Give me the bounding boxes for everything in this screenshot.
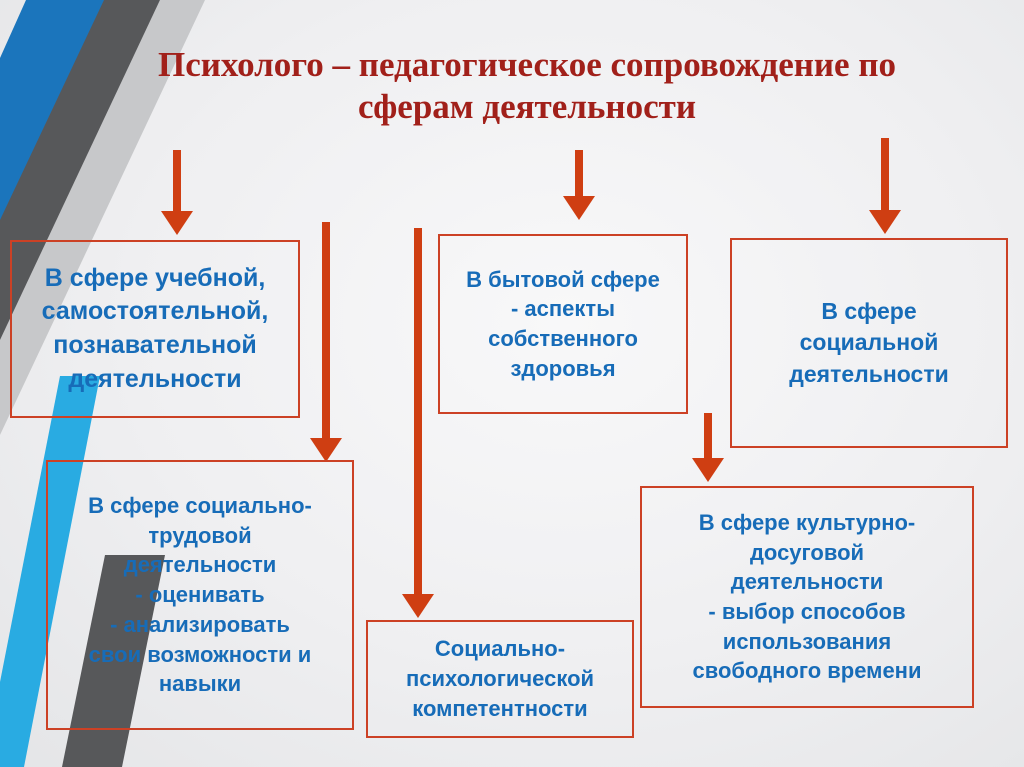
box-study-sphere-label: В сфере учебной, самостоятельной, познав… [41, 263, 269, 393]
arrow-down-to-household-box [563, 150, 595, 220]
arrow-stem [881, 138, 889, 214]
box-cultural-leisure-sphere-label: В сфере культурно- досуговой деятельност… [692, 509, 922, 684]
arrow-down-to-social-labor-box [310, 222, 342, 462]
arrow-stem [173, 150, 181, 215]
box-cultural-leisure-sphere: В сфере культурно- досуговой деятельност… [640, 486, 974, 708]
arrow-stem [322, 222, 330, 442]
box-socio-psych-competence-label: Социально- психологической компетентност… [405, 636, 595, 721]
box-social-sphere-label: В сфере социальной деятельности [789, 298, 949, 387]
box-household-sphere-label: В бытовой сфере - аспекты собственного з… [466, 266, 660, 381]
arrow-stem [575, 150, 583, 200]
stripe-darkgray-bottomleft [62, 555, 165, 767]
arrow-head-icon [161, 211, 193, 235]
stripe-cyan-bottomleft [0, 376, 100, 767]
box-socio-psych-competence: Социально- психологической компетентност… [366, 620, 634, 738]
arrow-down-to-cultural-leisure-box [692, 413, 724, 482]
arrow-head-icon [402, 594, 434, 618]
arrow-down-to-social-box [869, 138, 901, 234]
arrow-head-icon [310, 438, 342, 462]
box-social-labor-sphere-label: В сфере социально- трудовой деятельности… [88, 493, 312, 697]
box-social-sphere: В сфере социальной деятельности [730, 238, 1008, 448]
stripe-blue-topleft [0, 0, 104, 220]
box-household-sphere: В бытовой сфере - аспекты собственного з… [438, 234, 688, 414]
box-study-sphere: В сфере учебной, самостоятельной, познав… [10, 240, 300, 418]
arrow-head-icon [563, 196, 595, 220]
arrow-stem [704, 413, 712, 462]
box-social-labor-sphere: В сфере социально- трудовой деятельности… [46, 460, 354, 730]
arrow-head-icon [692, 458, 724, 482]
arrow-stem [414, 228, 422, 598]
arrow-down-to-study-box [161, 150, 193, 235]
slide-title: Психолого – педагогическое сопровождение… [157, 45, 897, 126]
arrow-head-icon [869, 210, 901, 234]
stripe-lightgray-topleft [0, 0, 205, 435]
arrow-down-to-socio-psych-box [402, 228, 434, 618]
